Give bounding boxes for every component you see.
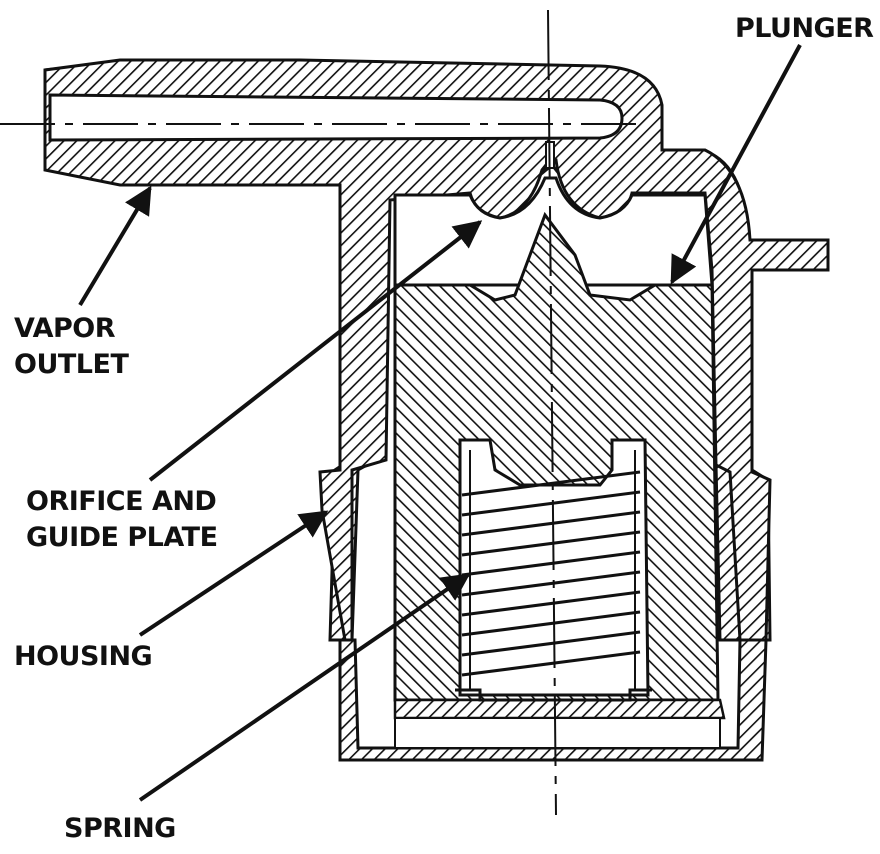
housing-body: [43, 58, 830, 642]
vapor-outlet-label-line2: OUTLET: [14, 349, 129, 380]
spring-label: SPRING: [64, 813, 176, 844]
center-lines: [0, 9, 640, 816]
orifice-label-line2: GUIDE PLATE: [26, 522, 218, 553]
spring-coils: [461, 450, 641, 690]
vapor-outlet-leader: [78, 185, 152, 307]
housing-leader: [138, 510, 329, 637]
bottom-cap: [338, 638, 768, 762]
plunger-label: PLUNGER: [735, 13, 874, 44]
spring-leader: [138, 573, 471, 802]
vapor-outlet-label-line1: VAPOR: [14, 313, 116, 344]
orifice-label-line1: ORIFICE AND: [26, 486, 217, 517]
housing-label: HOUSING: [14, 641, 153, 672]
plunger-leader: [670, 44, 802, 285]
leader-arrows: [78, 44, 802, 802]
plunger: [393, 211, 720, 702]
orifice-leader: [148, 220, 483, 482]
